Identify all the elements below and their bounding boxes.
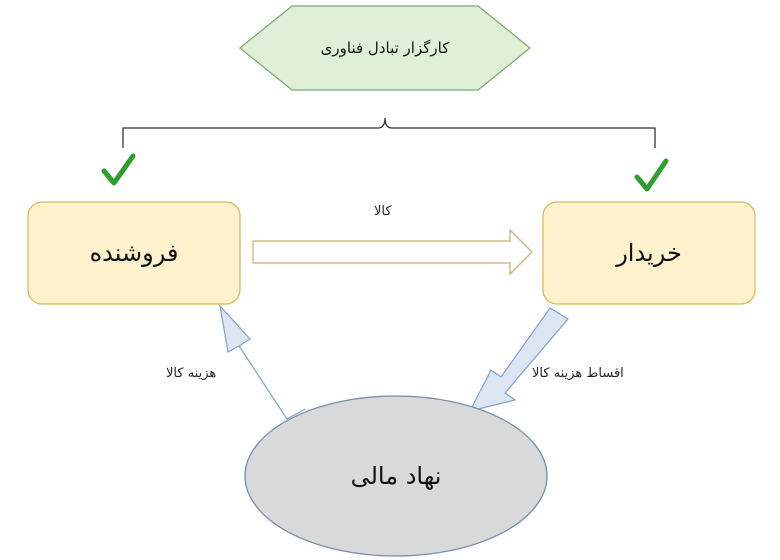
broker-label: کارگزار تبادل فناوری <box>320 39 450 57</box>
seller-box <box>27 201 241 305</box>
installments-label: اقساط هزینه کالا <box>532 366 624 381</box>
check-icon <box>634 158 669 192</box>
broker-hexagon <box>239 5 531 91</box>
seller-label: فروشنده <box>89 239 179 267</box>
institution-ellipse <box>244 395 548 557</box>
bracket <box>122 117 656 148</box>
check-icon <box>101 153 136 186</box>
goods-arrow <box>252 228 533 276</box>
goods-cost-arrow <box>219 304 306 420</box>
goods-cost-label: هزینه کالا <box>166 366 217 381</box>
buyer-box <box>542 201 756 305</box>
institution-label: نهاد مالی <box>350 462 442 490</box>
installments-arrow <box>468 307 569 412</box>
goods-label: کالا <box>374 204 392 219</box>
buyer-label: خریدار <box>616 239 682 267</box>
